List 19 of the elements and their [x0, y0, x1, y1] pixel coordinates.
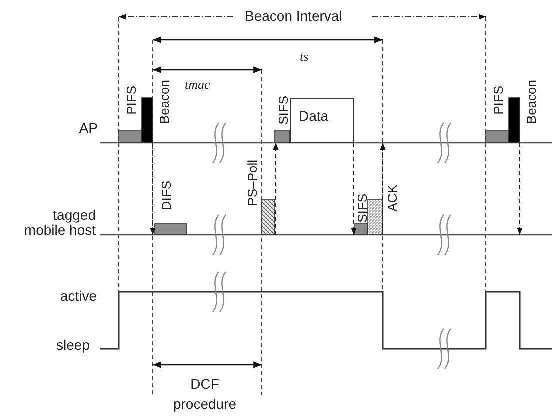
frame-label: DIFS — [159, 181, 174, 211]
frame-label: ACK — [385, 185, 400, 212]
frame-label: Beacon — [524, 80, 539, 124]
frame-label: PIFS — [491, 86, 506, 115]
frame-label: SIFS — [276, 96, 291, 125]
state-label: active — [59, 289, 97, 304]
interval-label: tmac — [185, 77, 210, 92]
frame-label: SIFS — [355, 194, 370, 223]
timeline-label: tagged mobile host — [23, 208, 96, 238]
frame-label: Beacon — [157, 80, 172, 124]
data-frame — [290, 98, 354, 143]
state-label: sleep — [56, 338, 90, 353]
interval-label: DCF procedure — [172, 375, 238, 414]
interval-label: Beacon Interval — [245, 9, 342, 24]
timeline-label: AP — [78, 121, 98, 136]
frame-label: PIFS — [124, 86, 139, 115]
frame-label: Data — [299, 108, 329, 124]
interval-label: ts — [300, 49, 309, 64]
frame-label: PS–Poll — [245, 160, 260, 206]
